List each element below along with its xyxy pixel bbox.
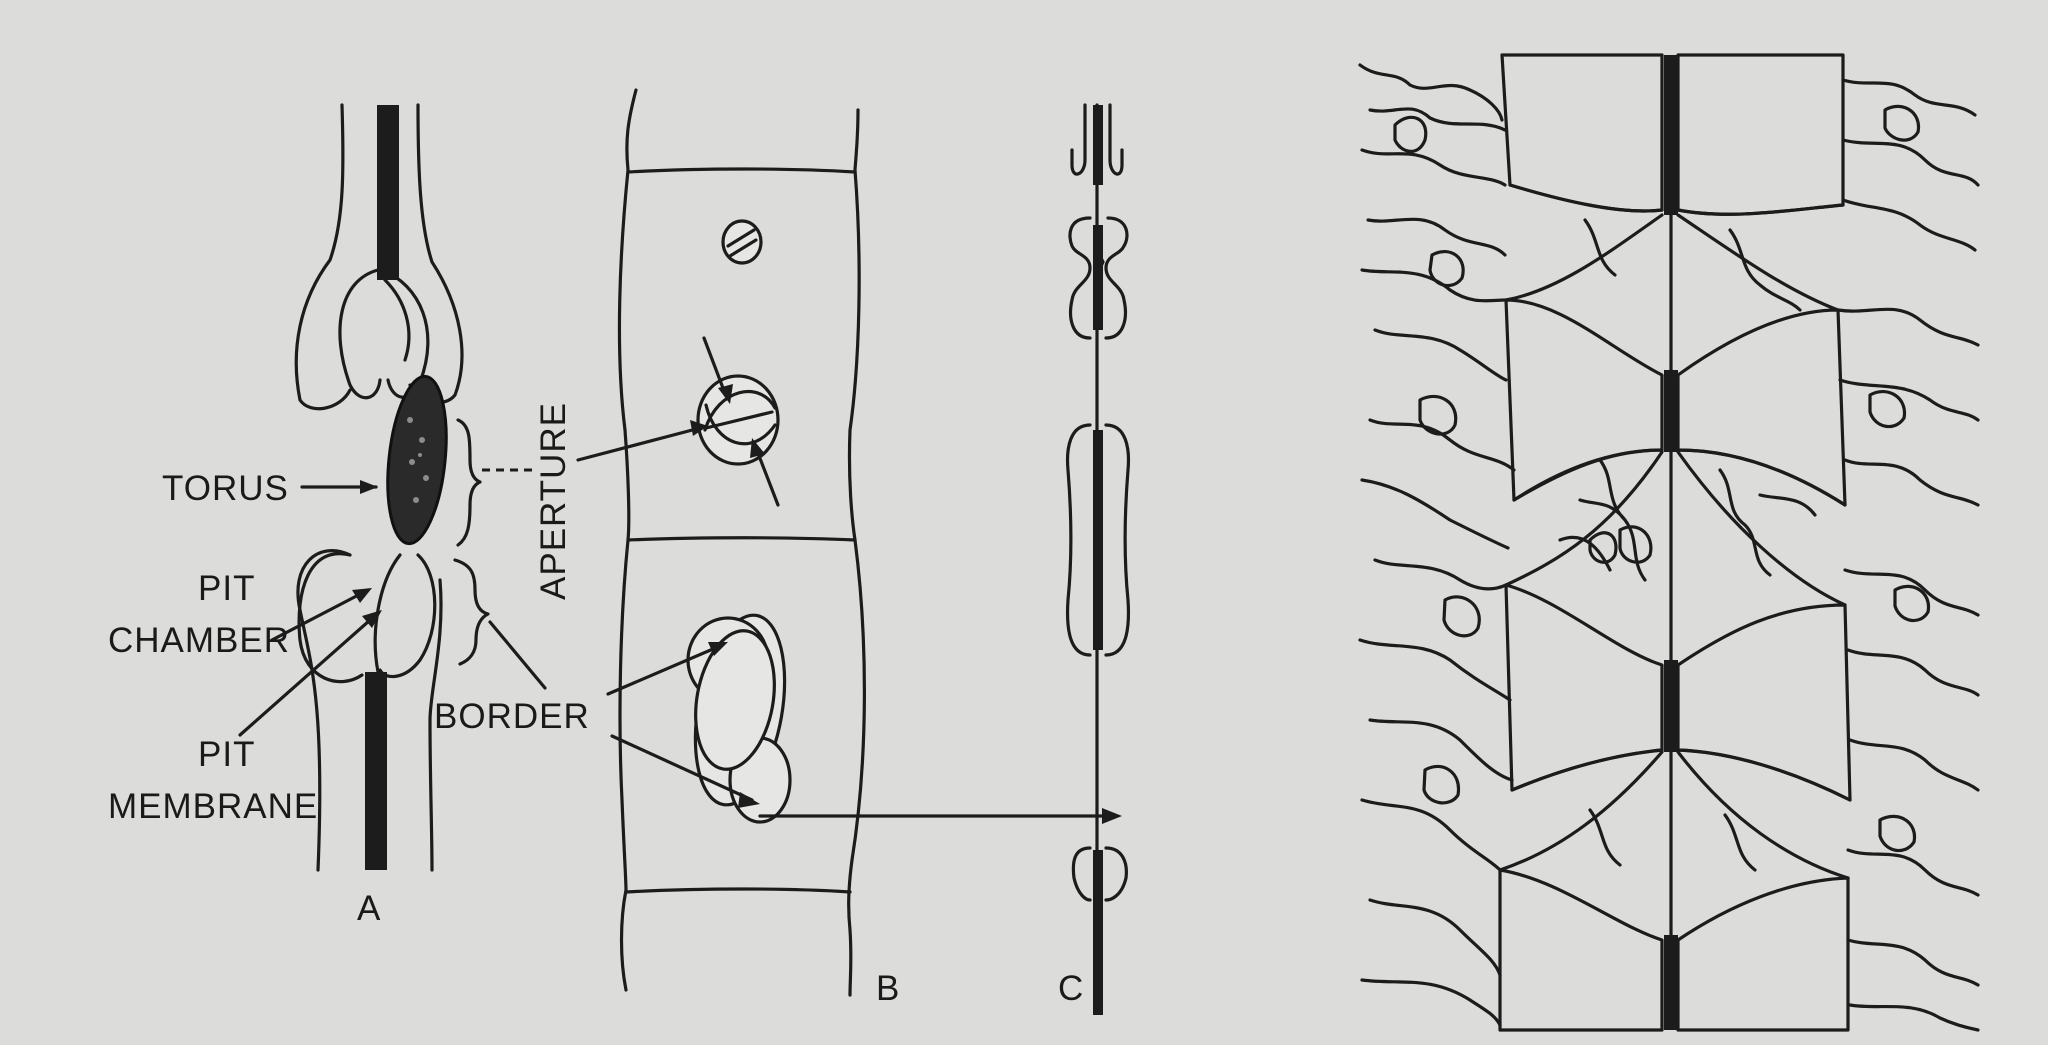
- torus-shape: [386, 374, 448, 546]
- aperture-leader: [576, 426, 702, 462]
- upper-border-left: [338, 268, 382, 400]
- label-panel-b: B: [876, 969, 900, 1008]
- pit-membrane-upper: [377, 105, 399, 280]
- lower-wall-left: [296, 549, 352, 872]
- border-arrowhead-b1: [708, 642, 728, 656]
- center-membrane-4: [1664, 935, 1678, 1030]
- section-pit-4: [1071, 846, 1128, 902]
- aperture-arrowhead: [690, 420, 708, 436]
- strands-left-4: [1358, 638, 1514, 1027]
- center-membrane-3: [1664, 660, 1678, 752]
- upper-wall-left: [294, 103, 352, 411]
- pit-cavity-2: [1504, 448, 1847, 607]
- membrane-seg-2: [1093, 225, 1103, 330]
- strands-right-2: [1836, 307, 1980, 507]
- hatch-block-left-1: [1500, 53, 1664, 213]
- label-pit-chamber-2: CHAMBER: [108, 621, 290, 660]
- lower-border-left: [297, 552, 364, 684]
- hatch-block-right-3: [1676, 603, 1852, 802]
- lower-wall-right: [428, 578, 443, 872]
- strands-right-1: [1841, 78, 1980, 252]
- right-panel: [1358, 53, 1980, 1032]
- strands-right-4: [1846, 848, 1980, 1032]
- pit-membrane-leader: [238, 611, 380, 737]
- strands-left-blobs: [1393, 115, 1481, 805]
- pit-cavity-1: [1504, 183, 1845, 312]
- strands-right-blobs: [1868, 104, 1931, 853]
- lower-border-center: [373, 553, 402, 674]
- border-leader-b2: [610, 734, 754, 802]
- upper-border-right: [380, 268, 430, 399]
- label-panel-a: A: [357, 889, 381, 928]
- section-pit-2: [1068, 216, 1129, 340]
- center-membrane-1: [1664, 55, 1678, 215]
- label-torus: TORUS: [162, 469, 289, 508]
- label-pit-membrane-2: MEMBRANE: [108, 787, 318, 826]
- hatch-block-left-3: [1504, 583, 1664, 792]
- section-pit-1: [1070, 103, 1124, 176]
- pit-face-large: [686, 613, 792, 824]
- membrane-seg-4: [1093, 850, 1103, 1015]
- tracheid-end-wall-1: [626, 167, 857, 174]
- upper-border-inner: [383, 278, 411, 362]
- panel-a: TORUS PIT CHAMBER PIT MEMBRANE BORDER A: [108, 103, 590, 928]
- torus-texture: [407, 417, 429, 503]
- border-leader: [488, 620, 547, 690]
- pit-chamber-leader: [270, 588, 370, 642]
- label-pit-membrane-1: PIT: [198, 735, 255, 774]
- border-arrowhead-b2: [738, 792, 760, 808]
- hatch-block-left-2: [1504, 298, 1664, 502]
- panel-c: C: [1058, 103, 1131, 1015]
- strands-cavity-1: [1578, 458, 1817, 582]
- panel-b: B: [576, 88, 1122, 1008]
- section-pit-3: [1065, 423, 1131, 657]
- border-bracket: [453, 558, 490, 666]
- torus-bracket: [456, 418, 482, 547]
- membrane-seg-3: [1093, 430, 1103, 650]
- pit-chamber-arrowhead: [352, 588, 372, 603]
- label-border: BORDER: [434, 697, 590, 736]
- link-arrowhead: [1102, 808, 1122, 824]
- pit-cavity-3: [1498, 748, 1852, 880]
- strands-left-2: [1360, 217, 1508, 382]
- pit-membrane-arrowhead: [362, 610, 382, 628]
- label-pit-chamber-1: PIT: [198, 569, 255, 608]
- lower-border-right: [378, 553, 437, 679]
- center-membrane-2: [1664, 370, 1678, 452]
- pit-membrane-lower: [365, 672, 387, 870]
- hatch-block-right-1: [1676, 53, 1845, 216]
- torus-arrowhead: [360, 480, 378, 494]
- pit-face-small: [721, 219, 763, 265]
- membrane-seg-1: [1093, 105, 1103, 185]
- hatch-block-right-4: [1676, 876, 1850, 1032]
- strands-left-1: [1358, 63, 1507, 187]
- tracheid-right-wall: [847, 108, 866, 997]
- pit-face-medium: [696, 336, 780, 507]
- hatch-block-left-4: [1498, 868, 1664, 1032]
- label-panel-c: C: [1058, 969, 1084, 1008]
- strands-cavity-3: [1583, 218, 1802, 872]
- hatch-block-right-2: [1676, 308, 1847, 507]
- strands-right-3: [1843, 568, 1980, 792]
- strands-cavity-2: [1558, 525, 1653, 572]
- upper-wall-right: [408, 103, 464, 405]
- border-leader-b1: [606, 644, 722, 696]
- label-aperture: APERTURE: [534, 402, 573, 600]
- tracheid-end-wall-3: [624, 887, 852, 894]
- strands-left-3: [1360, 418, 1516, 591]
- tracheid-end-wall-2: [626, 536, 857, 542]
